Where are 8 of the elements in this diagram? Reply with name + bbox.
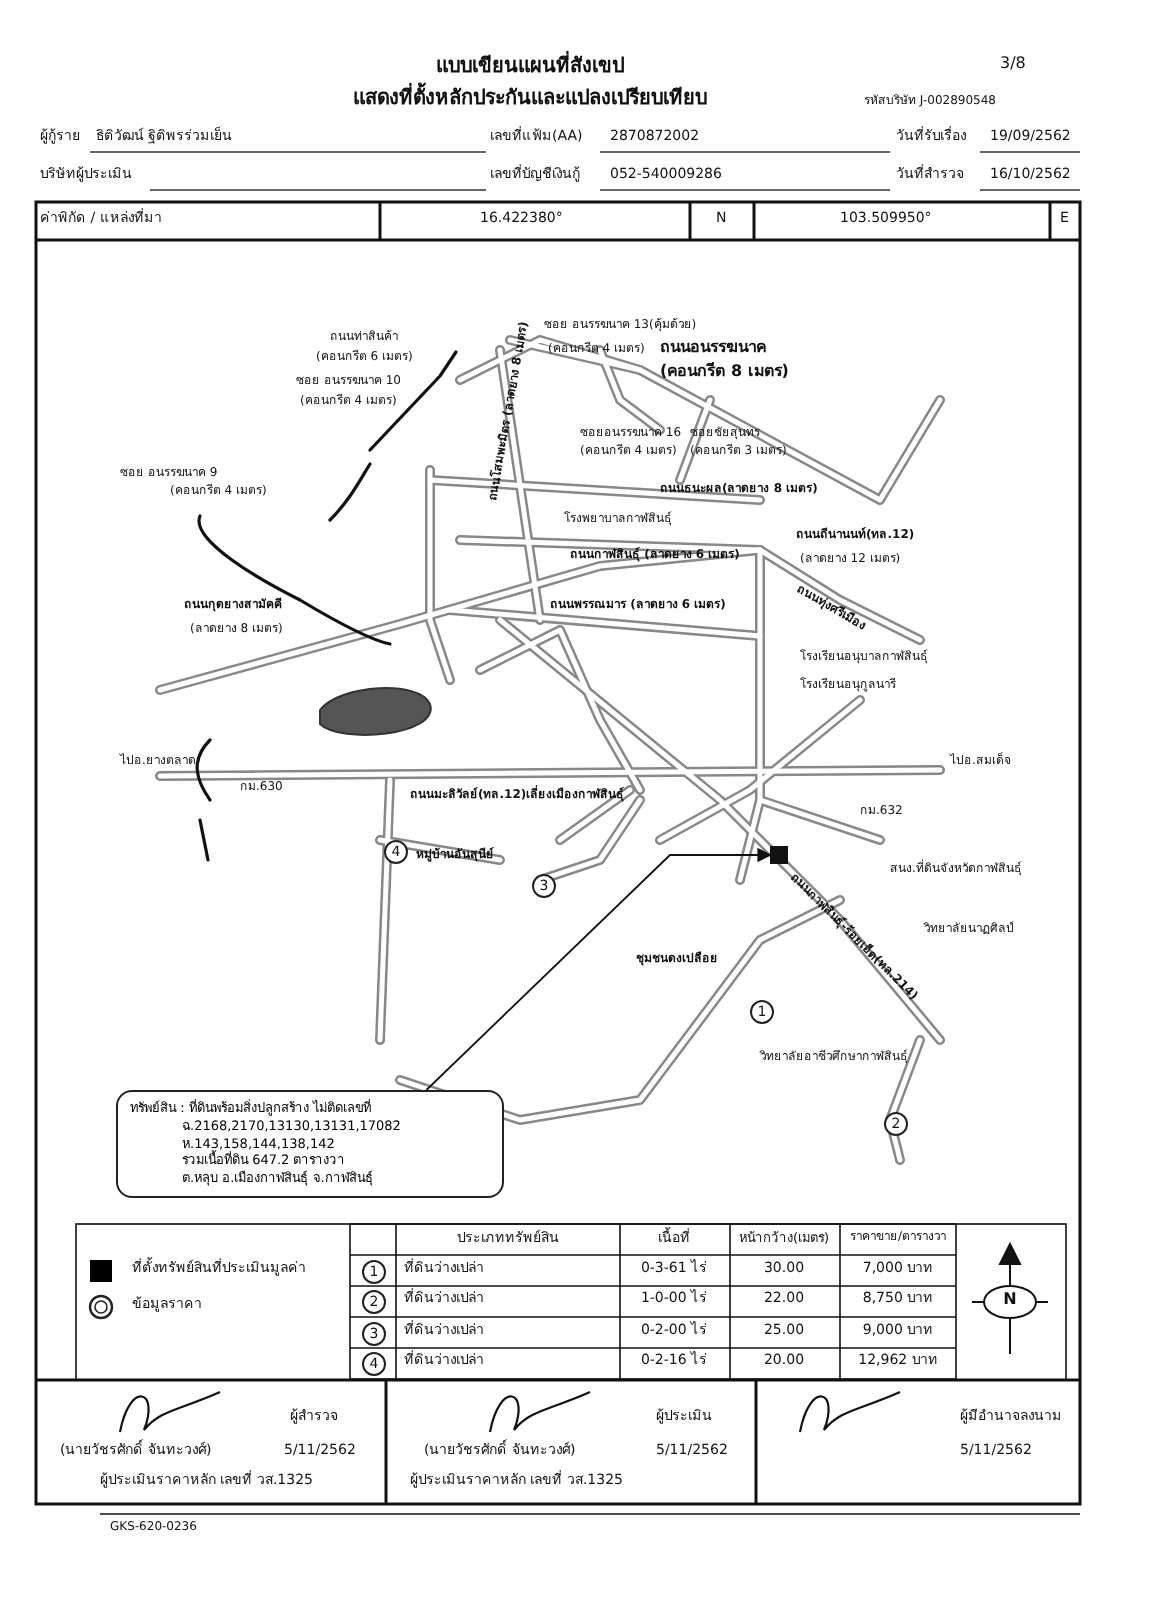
leader-line	[425, 847, 772, 1091]
compass-letter: N	[1003, 1292, 1017, 1310]
map-label: (คอนกรีต 8 เมตร)	[660, 364, 789, 382]
form-title: แบบเขียนแผนที่สังเขป	[436, 56, 624, 78]
page-number: 3/8	[1000, 56, 1026, 74]
description-callout	[116, 1090, 504, 1198]
property-marker	[770, 846, 788, 864]
map-label: ถนนอนรรฆนาค	[660, 340, 766, 358]
